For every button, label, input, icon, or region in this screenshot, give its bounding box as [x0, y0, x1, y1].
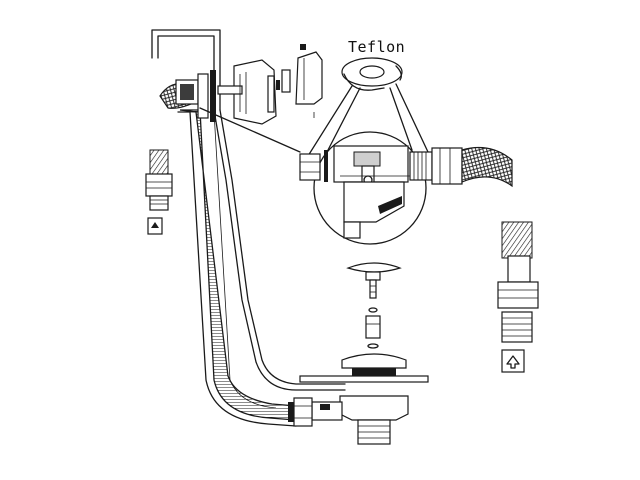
- braided-hose-connector: [409, 147, 513, 188]
- detail-leader-line: [199, 107, 301, 153]
- connection-detail-callout: [313, 131, 427, 245]
- teflon-label: Teflon: [348, 38, 406, 56]
- large-valve-assembly-right: [497, 221, 539, 373]
- hex-nut-left: [299, 150, 328, 182]
- overflow-cap: [295, 44, 323, 118]
- overflow-cover-body: [217, 59, 291, 125]
- drain-flange: [299, 353, 429, 383]
- teflon-tape-roll: [341, 57, 403, 91]
- small-valve-assembly-left: [145, 149, 173, 235]
- drain-stopper-parts: [346, 262, 402, 349]
- teflon-leader-lines: [307, 83, 429, 157]
- overflow-elbow-fitting: [159, 70, 216, 122]
- drain-tee-body: [288, 395, 409, 445]
